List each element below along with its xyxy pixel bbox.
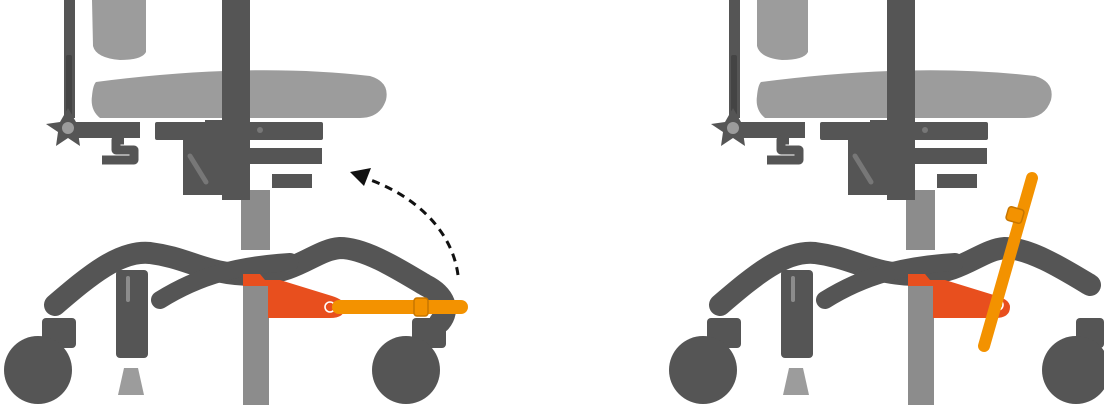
mechanism-lower-bracket bbox=[272, 174, 312, 188]
tilt-handle[interactable] bbox=[767, 135, 804, 165]
dashed-curved-arrow-icon bbox=[350, 168, 460, 276]
base-star-rear-arm bbox=[816, 253, 964, 309]
gas-spring-column bbox=[243, 280, 269, 405]
release-lever[interactable] bbox=[978, 172, 1038, 352]
mechanism-lower-bracket bbox=[937, 174, 977, 188]
pivot-dot bbox=[257, 127, 263, 133]
caster-wheel-right bbox=[372, 336, 440, 404]
mechanism-side-bar bbox=[870, 120, 890, 132]
mechanism-bracket bbox=[200, 148, 322, 164]
mechanism-side-bar bbox=[205, 120, 225, 132]
knob-arm bbox=[70, 122, 140, 138]
backrest-post-slot bbox=[731, 55, 737, 115]
chair-illustration-before bbox=[4, 0, 468, 405]
gas-spring-column bbox=[908, 280, 934, 405]
knob-arm bbox=[735, 122, 805, 138]
star-knob-icon[interactable] bbox=[711, 108, 755, 146]
caster-wheel-right bbox=[1042, 336, 1104, 404]
panel-lever-down bbox=[4, 0, 468, 405]
mechanism-lever-bent bbox=[187, 153, 209, 185]
backrest-post-slot bbox=[66, 55, 72, 115]
rear-leg bbox=[116, 270, 148, 358]
caster-wheel-left bbox=[4, 336, 72, 404]
mechanism-lever-bent bbox=[852, 153, 874, 185]
backrest-spine bbox=[222, 0, 250, 200]
backrest-cushion bbox=[757, 0, 808, 60]
release-lever[interactable] bbox=[332, 297, 468, 317]
caster-wheel-left bbox=[669, 336, 737, 404]
panel-lever-up bbox=[552, 0, 1104, 405]
backrest-cushion bbox=[92, 0, 146, 60]
rear-leg bbox=[781, 270, 813, 358]
pivot-dot bbox=[922, 127, 928, 133]
glide-foot bbox=[783, 368, 809, 395]
chair-illustration-after bbox=[669, 0, 1104, 405]
backrest-spine bbox=[887, 0, 915, 200]
mechanism-bracket bbox=[865, 148, 987, 164]
lock-plate bbox=[908, 274, 1010, 318]
star-knob-icon[interactable] bbox=[46, 108, 90, 146]
tilt-handle[interactable] bbox=[102, 135, 139, 165]
base-star-rear-arm bbox=[151, 253, 299, 309]
glide-foot bbox=[118, 368, 144, 395]
lock-plate bbox=[243, 274, 345, 318]
